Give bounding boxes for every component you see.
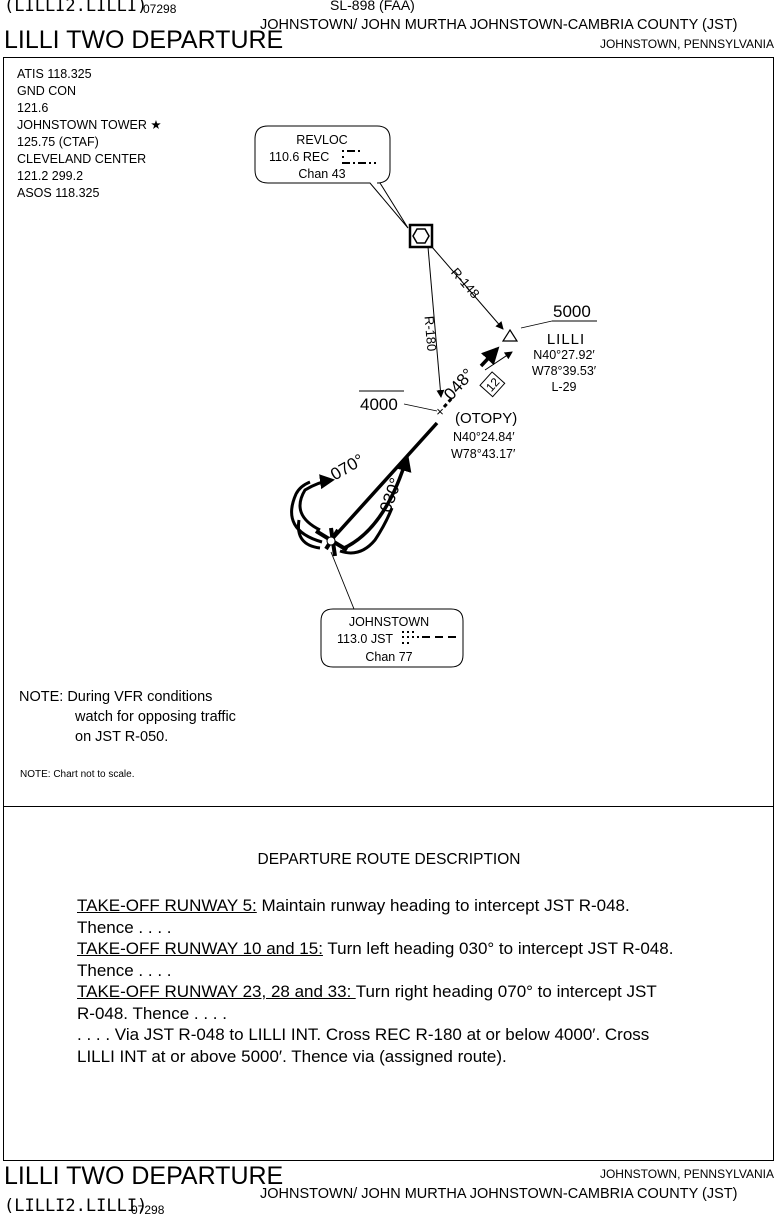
morse-code-icon <box>342 150 376 164</box>
footer-airport-name: JOHNSTOWN/ JOHN MURTHA JOHNSTOWN-CAMBRIA… <box>260 1186 738 1202</box>
freq-line: 125.75 (CTAF) <box>17 135 99 149</box>
heading-030-route <box>341 453 412 551</box>
johnstown-freq: 113.0 JST <box>337 632 393 646</box>
final-line: . . . . Via JST R-048 to LILLI INT. Cros… <box>77 1025 650 1044</box>
freq-line: JOHNSTOWN TOWER ★ <box>17 118 162 132</box>
morse-code-icon <box>402 631 456 644</box>
heading-070-curve-inner <box>296 519 321 550</box>
otopy-leader-line <box>403 403 438 412</box>
distance-arrow <box>484 351 513 371</box>
otopy-altitude: 4000 <box>360 395 398 414</box>
rwy5-line: TAKE-OFF RUNWAY 5: Maintain runway headi… <box>77 895 673 917</box>
johnstown-name: JOHNSTOWN <box>349 615 429 629</box>
final-line: LILLI INT at or above 5000′. Thence via … <box>77 1046 507 1066</box>
heading-070-label: 070° <box>327 450 367 484</box>
route-jst-048-dashed <box>442 397 454 408</box>
footer-procedure-title: LILLI TWO DEPARTURE <box>4 1162 284 1190</box>
rwy23-text: Turn right heading 070° to intercept JST <box>355 982 657 1001</box>
vortac-icon <box>408 223 434 249</box>
freq-line: 121.2 299.2 <box>17 169 84 183</box>
lilli-lat: N40°27.92′ <box>533 348 595 362</box>
rwy10-line: TAKE-OFF RUNWAY 10 and 15: Turn left hea… <box>77 938 673 960</box>
otopy-lat: N40°24.84′ <box>453 430 515 444</box>
rwy5-text: Maintain runway heading to intercept JST… <box>256 896 630 915</box>
lilli-airway: L-29 <box>551 380 576 394</box>
procedure-code: (LILLI2.LILLI) <box>4 0 148 16</box>
frequency-list: ATIS 118.325 GND CON 121.6 JOHNSTOWN TOW… <box>17 66 162 202</box>
lilli-fix-icon <box>501 328 519 342</box>
revloc-chan: Chan 43 <box>298 167 345 181</box>
radial-180-label: R-180 <box>421 315 439 352</box>
freq-line: ASOS 118.325 <box>17 186 100 200</box>
johnstown-chan: Chan 77 <box>365 650 412 664</box>
sl-number: SL-898 (FAA) <box>330 0 415 13</box>
vfr-note: NOTE: During VFR conditions watch for op… <box>19 687 236 747</box>
amendment-number: 07298 <box>143 2 177 16</box>
vfr-note-line: on JST R-050. <box>75 729 169 745</box>
heading-070-curve-outer <box>290 480 323 544</box>
freq-line: GND CON <box>17 84 77 98</box>
otopy-fix-icon: × <box>436 404 444 419</box>
radial-048-label: 048° <box>440 365 478 404</box>
freq-line: CLEVELAND CENTER <box>17 152 147 166</box>
airport-runway-icon <box>314 527 349 557</box>
route-to-lilli <box>479 346 500 368</box>
footer-city-state: JOHNSTOWN, PENNSYLVANIA <box>599 1167 774 1181</box>
lilli-lon: W78°39.53′ <box>532 364 597 378</box>
route-description: TAKE-OFF RUNWAY 5: Maintain runway headi… <box>77 895 673 1067</box>
heading-070-route <box>298 474 335 532</box>
scale-note: NOTE: Chart not to scale. <box>20 769 135 780</box>
rwy23-label: TAKE-OFF RUNWAY 23, 28 and 33: <box>77 982 356 1001</box>
description-heading: DEPARTURE ROUTE DESCRIPTION <box>257 851 521 868</box>
otopy-name: (OTOPY) <box>455 410 517 427</box>
rwy10-thence: Thence . . . . <box>77 960 172 980</box>
chart-frame <box>3 57 774 1161</box>
otopy-lon: W78°43.17′ <box>451 447 516 461</box>
radial-148-line <box>431 246 504 330</box>
revloc-freq: 110.6 REC <box>269 150 329 164</box>
footer-amendment-number: 07298 <box>131 1203 165 1217</box>
footer-procedure-code: (LILLI2.LILLI) <box>4 1196 148 1216</box>
freq-line: 121.6 <box>17 101 49 115</box>
johnstown-callout: JOHNSTOWN 113.0 JST Chan 77 <box>320 608 464 668</box>
section-divider <box>3 806 774 807</box>
johnstown-leader <box>330 551 355 610</box>
rwy10-label: TAKE-OFF RUNWAY 10 and 15: <box>77 939 323 958</box>
plan-view: REVLOC 110.6 REC Chan 43 R-148 R-180 500… <box>254 125 597 668</box>
lilli-name: LILLI <box>547 331 585 348</box>
radial-148-label: R-148 <box>448 265 483 302</box>
lilli-altitude: 5000 <box>553 302 591 321</box>
distance-box: 12 <box>479 371 506 398</box>
rwy10-text: Turn left heading 030° to intercept JST … <box>322 939 674 958</box>
lilli-leader-line <box>520 320 553 329</box>
freq-line: ATIS 118.325 <box>17 67 92 81</box>
rwy23-cont: R-048. Thence . . . . <box>77 1003 227 1023</box>
vfr-note-line: NOTE: During VFR conditions <box>19 689 213 705</box>
route-jst-048 <box>332 421 439 539</box>
airport-name: JOHNSTOWN/ JOHN MURTHA JOHNSTOWN-CAMBRIA… <box>260 17 738 33</box>
rwy5-label: TAKE-OFF RUNWAY 5: <box>77 896 257 915</box>
rwy23-line: TAKE-OFF RUNWAY 23, 28 and 33: Turn righ… <box>77 981 673 1003</box>
radial-180-line <box>427 246 445 398</box>
rwy5-thence: Thence . . . . <box>77 917 172 937</box>
city-state: JOHNSTOWN, PENNSYLVANIA <box>599 37 774 51</box>
revloc-name: REVLOC <box>296 133 347 147</box>
vfr-note-line: watch for opposing traffic <box>75 709 236 725</box>
turn-right-curve <box>339 507 394 555</box>
distance-label: 12 <box>483 375 503 395</box>
revloc-callout: REVLOC 110.6 REC Chan 43 <box>254 125 409 229</box>
procedure-title: LILLI TWO DEPARTURE <box>4 26 284 54</box>
